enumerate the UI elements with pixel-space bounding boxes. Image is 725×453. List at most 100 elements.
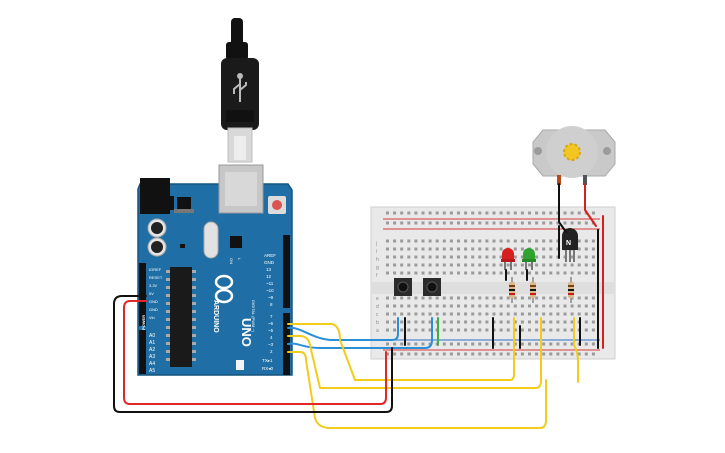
breadboard-hole[interactable] — [428, 312, 432, 316]
breadboard-hole[interactable] — [393, 255, 397, 259]
breadboard-hole[interactable] — [457, 221, 460, 225]
breadboard-hole[interactable] — [556, 304, 560, 308]
breadboard-hole[interactable] — [528, 304, 531, 308]
breadboard-hole[interactable] — [478, 211, 482, 215]
resistor-icon[interactable] — [530, 277, 536, 303]
breadboard-hole[interactable] — [591, 263, 595, 267]
breadboard-hole[interactable] — [556, 247, 560, 251]
breadboard-hole[interactable] — [407, 328, 411, 332]
breadboard-hole[interactable] — [464, 211, 468, 215]
breadboard-hole[interactable] — [393, 221, 397, 225]
breadboard-hole[interactable] — [520, 328, 524, 332]
breadboard-hole[interactable] — [570, 328, 574, 332]
breadboard-hole[interactable] — [421, 312, 425, 316]
breadboard-hole[interactable] — [513, 342, 517, 346]
led-icon[interactable] — [501, 248, 515, 270]
breadboard-hole[interactable] — [556, 352, 560, 356]
breadboard-hole[interactable] — [428, 352, 432, 356]
breadboard-hole[interactable] — [520, 271, 524, 275]
dc-motor-icon[interactable] — [532, 126, 616, 185]
breadboard-hole[interactable] — [563, 296, 567, 300]
breadboard-hole[interactable] — [577, 263, 581, 267]
breadboard-hole[interactable] — [577, 255, 581, 259]
breadboard-hole[interactable] — [464, 296, 468, 300]
breadboard-hole[interactable] — [492, 271, 496, 275]
breadboard-hole[interactable] — [421, 271, 425, 275]
breadboard-hole[interactable] — [457, 271, 460, 275]
breadboard-hole[interactable] — [570, 255, 574, 259]
breadboard-hole[interactable] — [513, 304, 517, 308]
breadboard-hole[interactable] — [485, 247, 489, 251]
breadboard-hole[interactable] — [591, 304, 595, 308]
breadboard-hole[interactable] — [393, 263, 397, 267]
breadboard-hole[interactable] — [577, 271, 581, 275]
breadboard-hole[interactable] — [485, 296, 489, 300]
breadboard-hole[interactable] — [478, 239, 482, 243]
breadboard-hole[interactable] — [407, 304, 411, 308]
breadboard-hole[interactable] — [464, 247, 468, 251]
breadboard-hole[interactable] — [513, 296, 517, 300]
breadboard-hole[interactable] — [449, 320, 453, 324]
breadboard-hole[interactable] — [464, 221, 468, 225]
breadboard-hole[interactable] — [478, 352, 482, 356]
breadboard-hole[interactable] — [556, 312, 560, 316]
wire-blue[interactable] — [287, 317, 433, 349]
breadboard-hole[interactable] — [520, 221, 524, 225]
breadboard-hole[interactable] — [471, 342, 475, 346]
breadboard-hole[interactable] — [400, 221, 404, 225]
breadboard-hole[interactable] — [421, 221, 425, 225]
breadboard-hole[interactable] — [457, 328, 460, 332]
breadboard-hole[interactable] — [520, 296, 524, 300]
breadboard-hole[interactable] — [414, 352, 418, 356]
breadboard-hole[interactable] — [442, 304, 446, 308]
breadboard-hole[interactable] — [414, 221, 418, 225]
breadboard-hole[interactable] — [563, 221, 567, 225]
breadboard-hole[interactable] — [556, 255, 560, 259]
breadboard-hole[interactable] — [407, 239, 411, 243]
breadboard-hole[interactable] — [471, 296, 475, 300]
breadboard-hole[interactable] — [570, 211, 574, 215]
breadboard-hole[interactable] — [449, 328, 453, 332]
breadboard-hole[interactable] — [528, 211, 531, 215]
breadboard-hole[interactable] — [414, 271, 418, 275]
breadboard-hole[interactable] — [506, 239, 510, 243]
breadboard-hole[interactable] — [421, 247, 425, 251]
breadboard-hole[interactable] — [528, 271, 531, 275]
breadboard-hole[interactable] — [563, 342, 567, 346]
breadboard-hole[interactable] — [421, 211, 425, 215]
breadboard-hole[interactable] — [556, 263, 560, 267]
breadboard-hole[interactable] — [549, 304, 553, 308]
breadboard-hole[interactable] — [520, 320, 524, 324]
breadboard-hole[interactable] — [513, 352, 517, 356]
wire-yellow[interactable] — [573, 317, 579, 383]
breadboard-hole[interactable] — [499, 352, 503, 356]
breadboard-hole[interactable] — [449, 211, 453, 215]
breadboard-hole[interactable] — [577, 296, 581, 300]
breadboard-hole[interactable] — [584, 255, 588, 259]
breadboard-hole[interactable] — [542, 304, 546, 308]
breadboard-hole[interactable] — [414, 312, 418, 316]
breadboard-hole[interactable] — [513, 239, 517, 243]
breadboard-hole[interactable] — [563, 271, 567, 275]
breadboard-hole[interactable] — [485, 211, 489, 215]
breadboard-hole[interactable] — [549, 296, 553, 300]
breadboard-hole[interactable] — [435, 211, 439, 215]
breadboard-hole[interactable] — [400, 304, 404, 308]
breadboard-hole[interactable] — [428, 328, 432, 332]
breadboard-hole[interactable] — [485, 255, 489, 259]
wire-red[interactable] — [584, 183, 597, 227]
breadboard-hole[interactable] — [407, 352, 411, 356]
breadboard-hole[interactable] — [457, 320, 460, 324]
breadboard-hole[interactable] — [421, 239, 425, 243]
breadboard-hole[interactable] — [499, 263, 503, 267]
breadboard-hole[interactable] — [485, 239, 489, 243]
breadboard-hole[interactable] — [591, 352, 595, 356]
breadboard-hole[interactable] — [386, 211, 389, 215]
breadboard-hole[interactable] — [549, 312, 553, 316]
breadboard-hole[interactable] — [563, 304, 567, 308]
breadboard-hole[interactable] — [520, 342, 524, 346]
breadboard-hole[interactable] — [435, 352, 439, 356]
breadboard-hole[interactable] — [442, 352, 446, 356]
breadboard-hole[interactable] — [485, 328, 489, 332]
